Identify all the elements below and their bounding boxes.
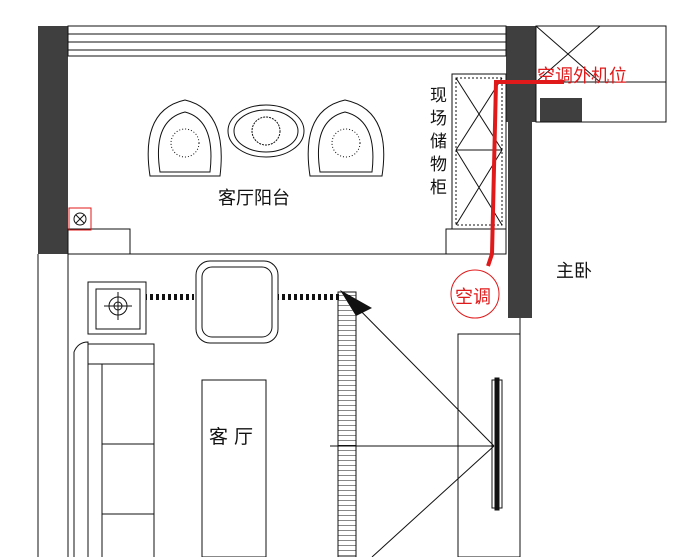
label-air-conditioner: 空调 xyxy=(455,287,491,308)
walls xyxy=(38,26,582,318)
ottoman xyxy=(195,260,279,344)
curtain-rail xyxy=(146,294,342,300)
ac-pipe xyxy=(486,80,564,267)
side-table-lamp xyxy=(87,281,147,335)
tv-cabinet xyxy=(457,333,521,557)
label-storage-cabinet: 现场储物柜 xyxy=(426,86,446,201)
sofa xyxy=(73,341,155,557)
balcony-chair-left xyxy=(147,99,222,177)
balcony-table xyxy=(227,104,305,158)
socket-box xyxy=(68,207,92,231)
door xyxy=(330,290,495,557)
storage-cabinet xyxy=(451,73,507,230)
socket-symbol xyxy=(73,212,87,226)
label-balcony: 客厅阳台 xyxy=(218,188,290,209)
label-ac-outdoor-unit: 空调外机位 xyxy=(537,66,627,87)
outline xyxy=(37,228,521,557)
coffee-table xyxy=(201,379,267,557)
window-top xyxy=(67,25,507,57)
balcony-chair-right xyxy=(307,99,385,177)
label-living-room: 客 厅 xyxy=(209,426,254,448)
label-master-bedroom: 主卧 xyxy=(556,261,592,282)
ac-unit-marker xyxy=(450,269,500,319)
